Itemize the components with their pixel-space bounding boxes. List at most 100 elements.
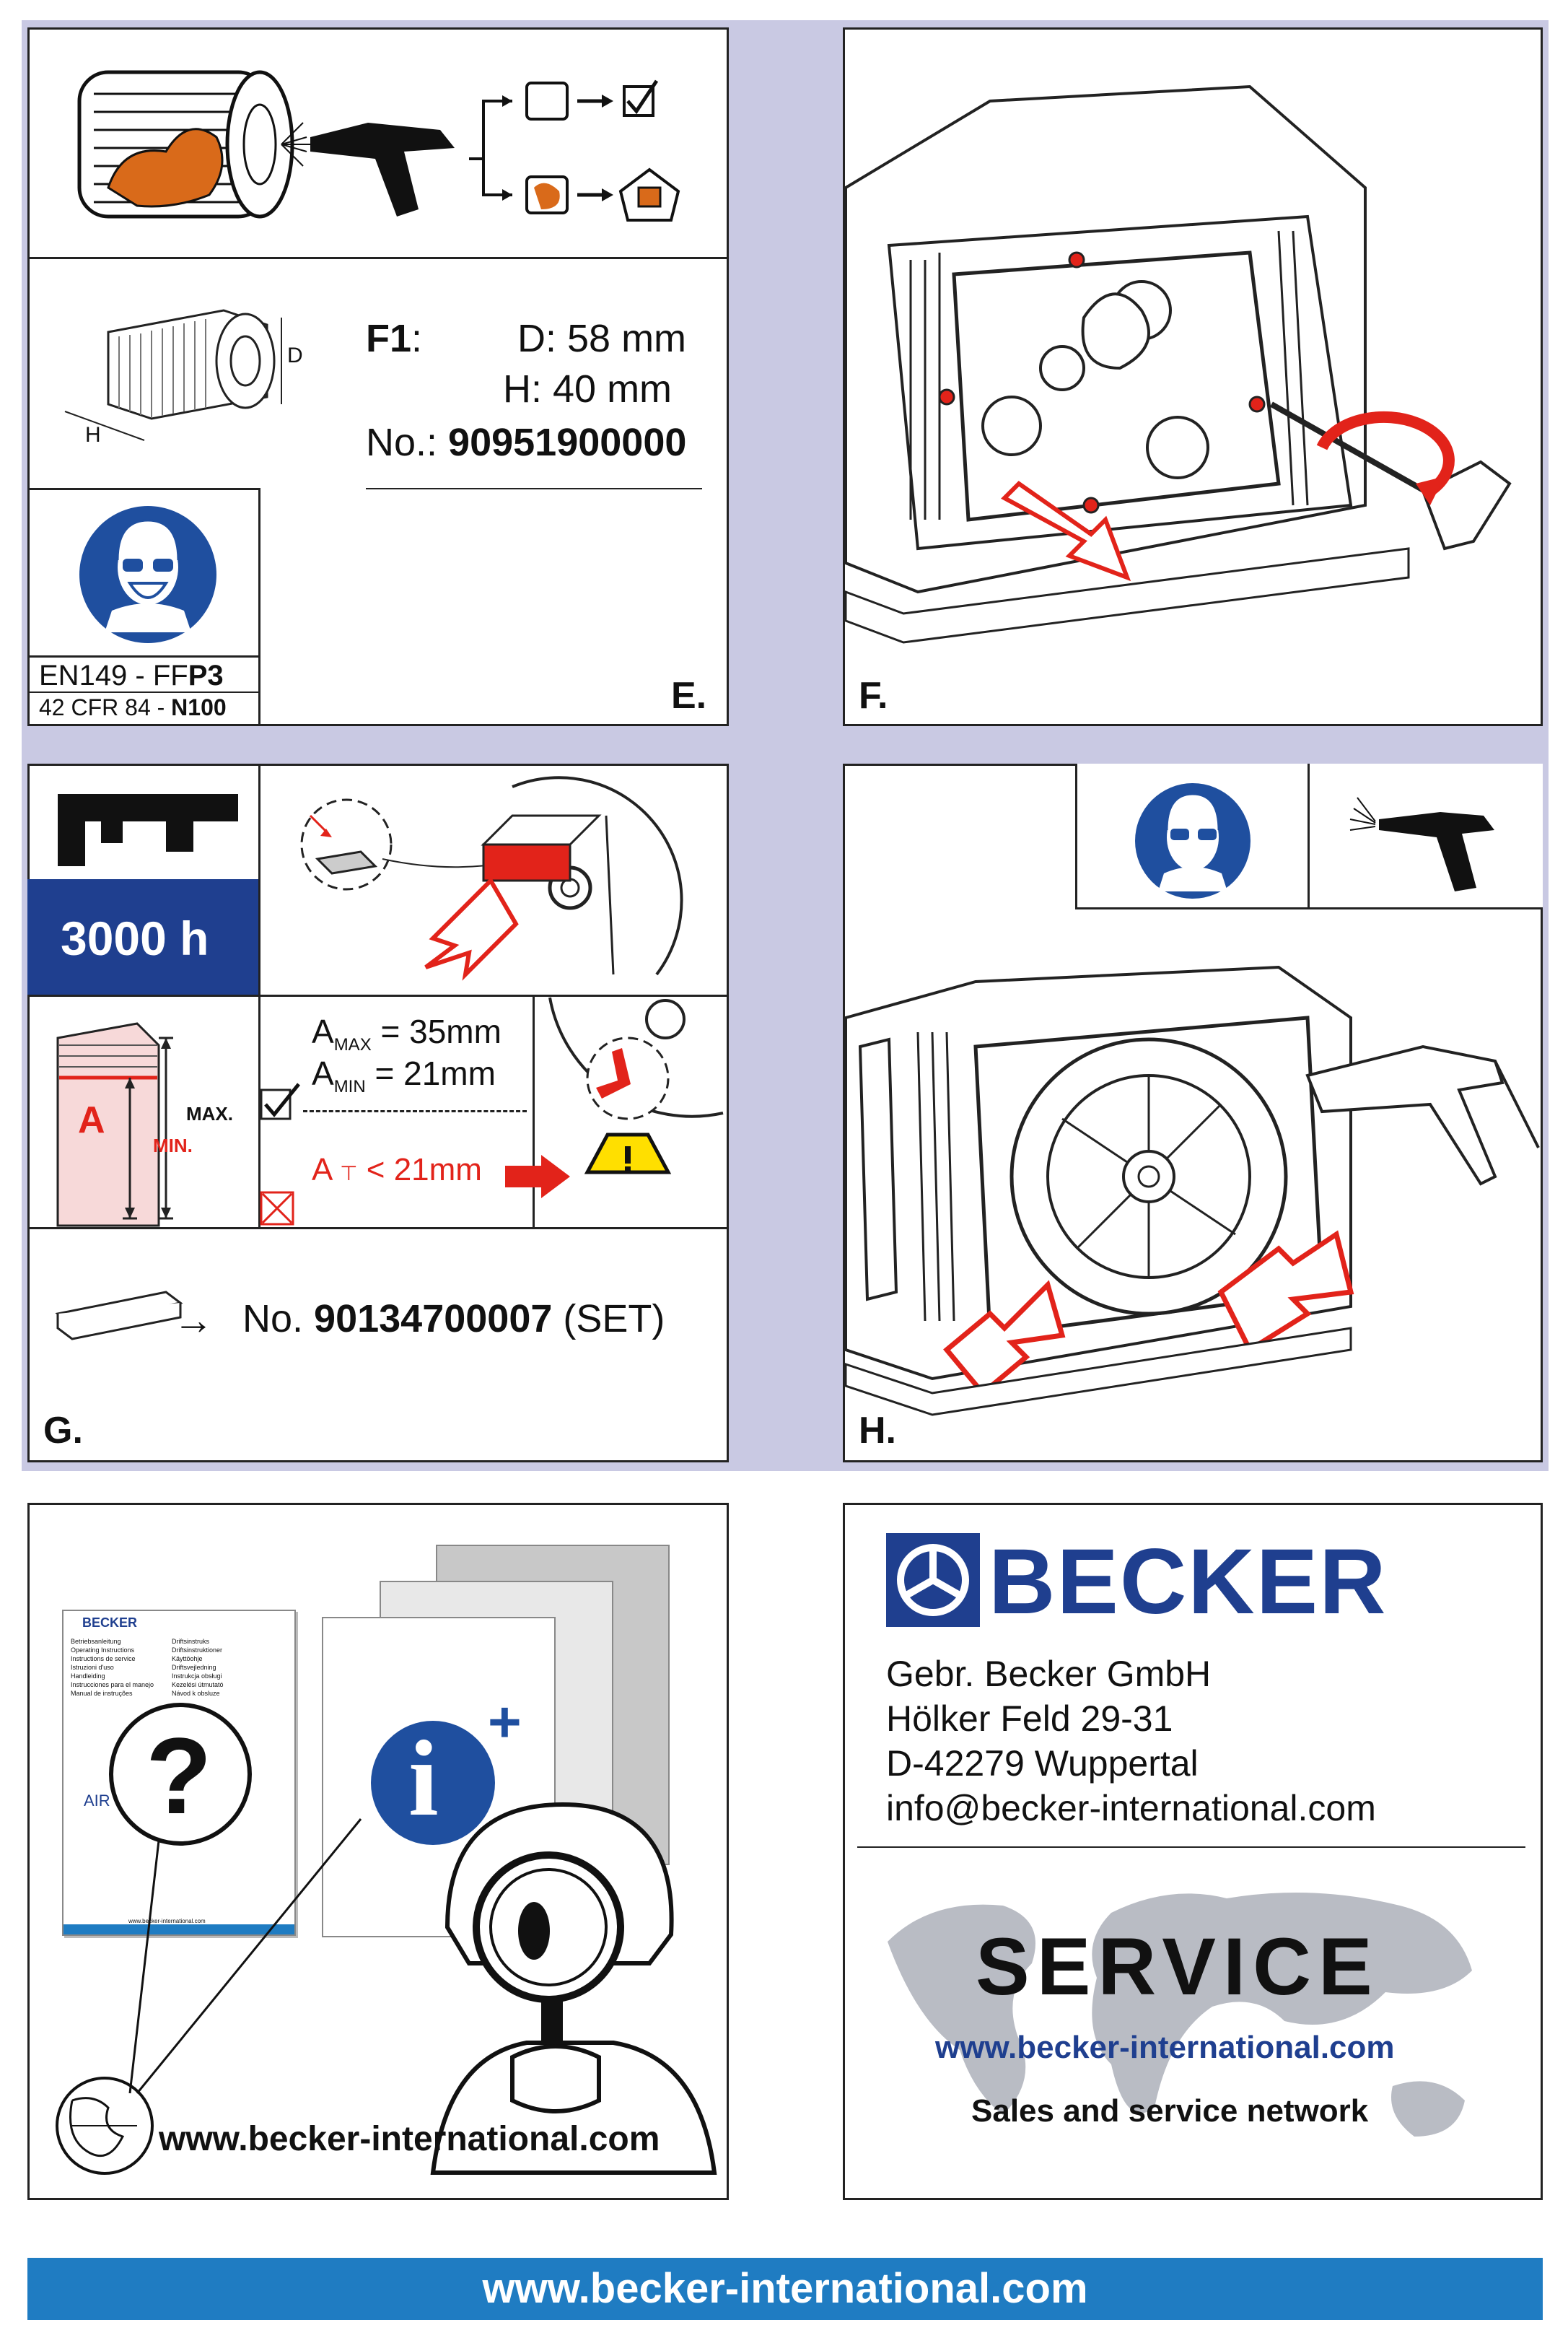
doc-line: Driftsinstruktioner [172,1646,223,1654]
set-prefix: No. [242,1297,315,1340]
a-warn-spec: A ⊤ < 21mm [312,1152,482,1188]
connector-lines [128,1818,362,2094]
max-label: MAX. [186,1103,233,1125]
divider [258,995,260,1227]
globe-icon [56,2077,154,2175]
manual-lines-right: Driftsinstruks Driftsinstruktioner Käytt… [172,1637,224,1698]
doc-line: Kezelési útmutató [172,1681,224,1688]
world-map-graphic [888,1893,1472,2137]
divider [258,488,260,726]
vane-slot-detail-illustration [548,997,724,1174]
filter-part-number: No.: 90951900000 [366,420,686,465]
info-letter: i [408,1719,439,1838]
interval-badge [27,879,258,995]
mask-standard-en: EN149 - FFP3 [39,660,224,692]
std2-prefix: 42 CFR 84 - [39,694,172,720]
a-min-letter: A [312,1055,334,1092]
panel-letter-f: F. [859,675,888,717]
respirator-mask-icon [79,506,216,643]
filter-dimension-diagram [64,309,282,441]
a-warn-letter: A [312,1152,331,1187]
no-prefix: No.: [366,421,449,464]
divider [27,691,260,693]
doc-line: Instructions de service [71,1655,136,1662]
a-max-spec: AMAX = 35mm [312,1012,502,1055]
filter-diameter: D: 58 mm [517,317,687,360]
becker-logo-icon [886,1533,980,1627]
vane-set-icon [55,1291,183,1340]
doc-line: Instrukcja obsługi [172,1672,222,1680]
service-title: SERVICE [976,1921,1380,2012]
manual-air: AIR [84,1792,110,1810]
min-label: MIN. [153,1135,193,1156]
underline [366,488,702,489]
divider [27,257,729,259]
info-icon [371,1721,495,1845]
service-network: Sales and service network [971,2093,1369,2129]
doc-line: Manual de instruções [71,1690,133,1697]
brand-name: BECKER [989,1530,1388,1633]
pump-blowout-illustration [844,965,1540,1416]
set-number: 90134700007 [314,1297,553,1340]
a-min-value: = 21mm [365,1055,496,1092]
caliper-icon [58,794,238,866]
divider [533,995,535,1227]
a-warn-value: < 21mm [366,1152,482,1187]
divider [27,995,729,997]
doc-line: Driftsvejledning [172,1664,216,1671]
filter-id: F1 [366,317,412,360]
diagram-h-label: H [85,423,101,447]
doc-line: Návod k obsluze [172,1690,220,1697]
panel-letter-h: H. [859,1410,896,1452]
divider [258,764,260,995]
vane-inspection-illustration [300,776,683,981]
contact-divider [857,1846,1525,1848]
vane-wear-diagram [56,1022,173,1227]
vane-letter: A [78,1099,105,1141]
vane-set-number: No. 90134700007 (SET) [242,1296,665,1341]
doc-line: Instrucciones para el manejo [71,1681,154,1688]
interval-text: 3000 h [61,912,209,965]
person-with-magnifier-illustration [430,1802,717,2175]
nok-cross-icon [260,1191,294,1226]
footer-url-bar[interactable]: www.becker-international.com [27,2258,1543,2320]
company-street: Hölker Feld 29-31 [886,1698,1173,1739]
divider [27,1227,729,1229]
a-min-spec: AMIN = 21mm [312,1054,496,1097]
a-max-letter: A [312,1013,334,1050]
a-min-sub: MIN [333,1077,366,1097]
divider [27,488,260,490]
red-arrow-icon [505,1155,570,1198]
divider [1308,764,1310,909]
company-name: Gebr. Becker GmbH [886,1654,1212,1694]
question-magnifier [109,1703,252,1846]
diagram-d-label: D [287,344,303,367]
doc-line: Handleiding [71,1672,105,1680]
manual-lines-left: Betriebsanleitung Operating Instructions… [71,1637,154,1698]
doc-line: Käyttöohje [172,1655,203,1662]
doc-line: Driftsinstruks [172,1638,210,1645]
caliper-mini-icon: ⊤ [340,1162,358,1184]
filter-label: F1: [366,316,422,361]
manual-footer-url: www.becker-international.com [128,1918,206,1924]
std1-prefix: EN149 - FF [39,660,188,691]
divider [27,655,260,658]
a-max-value: = 35mm [371,1013,502,1050]
std2-class: N100 [171,694,227,720]
doc-line: Istruzioni d'uso [71,1664,114,1671]
manual-footer [63,1924,294,1934]
company-city: D-42279 Wuppertal [886,1743,1199,1784]
air-gun-icon [1349,797,1494,891]
panel-letter-g: G. [43,1410,83,1452]
service-url: www.becker-international.com [935,2030,1395,2065]
dashed-line [303,1110,527,1112]
company-email: info@becker-international.com [886,1788,1376,1828]
mask-standard-cfr: 42 CFR 84 - N100 [39,694,227,721]
safety-goggles-icon [1135,783,1251,899]
set-arrow: → [173,1297,214,1343]
manual-logo: BECKER [82,1615,138,1630]
set-suffix: (SET) [552,1297,665,1340]
filter-height: H: 40 mm [503,367,673,411]
a-max-sub: MAX [333,1035,372,1055]
colon: : [411,317,423,360]
